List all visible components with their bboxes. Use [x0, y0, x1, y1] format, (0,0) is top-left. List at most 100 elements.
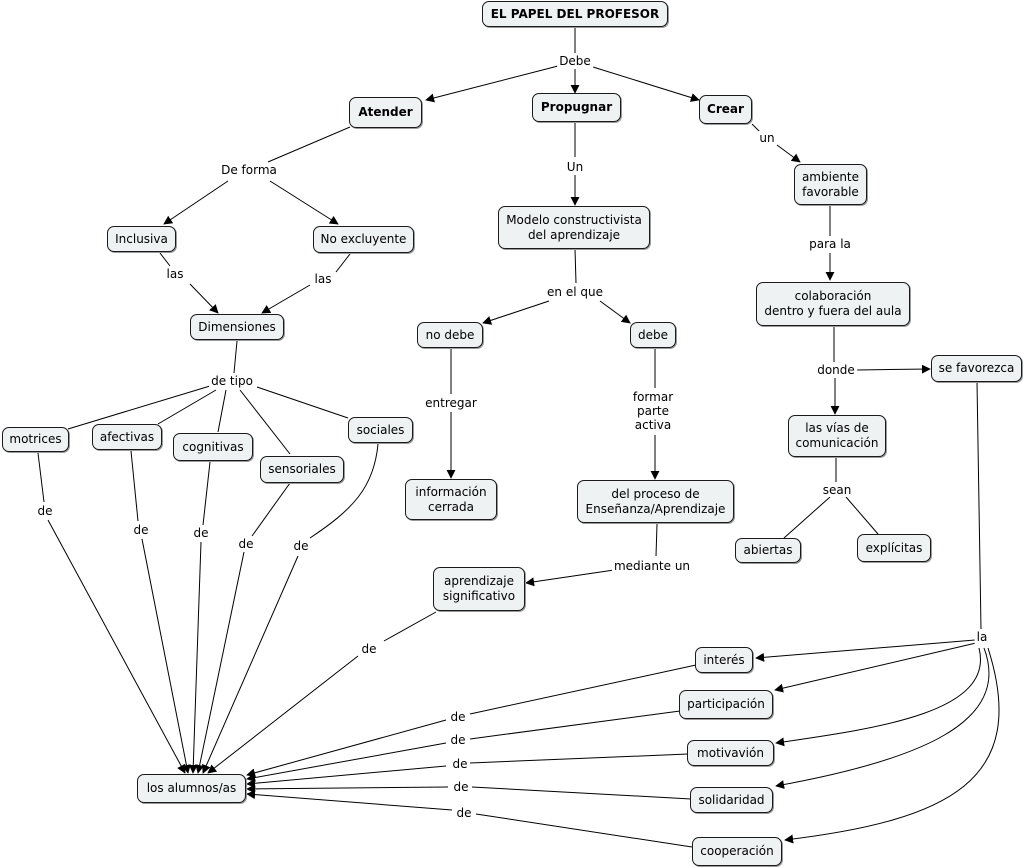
phrase-entregar: entregar — [423, 396, 479, 410]
phrase-de-forma: De forma — [219, 163, 279, 177]
phrase-debe-root: Debe — [557, 54, 593, 68]
concept-crear[interactable]: Crear — [699, 95, 752, 124]
link-de-alumnos-afectivas — [141, 538, 191, 774]
concept-modelo-constructivista[interactable]: Modelo constructivista del aprendizaje — [498, 206, 650, 249]
phrase-formar-parte-activa: formar parte activa — [630, 390, 676, 432]
link-la-motivacion — [775, 647, 981, 747]
link-de-alumnos-solidaridad — [246, 784, 449, 794]
link-la-cooperacion — [784, 647, 1000, 844]
concept-cognitivas[interactable]: cognitivas — [173, 433, 253, 461]
link-de-alumnos-motivacion — [246, 765, 447, 788]
concept-atender[interactable]: Atender — [349, 97, 422, 128]
link-de-alumnos-participacion — [246, 742, 447, 782]
concept-motrices[interactable]: motrices — [2, 427, 69, 452]
concept-abiertas[interactable]: abiertas — [735, 538, 801, 563]
link-debe-atender — [425, 65, 559, 103]
link-modelo-enelque — [574, 248, 577, 284]
concept-colaboracion[interactable]: colaboración dentro y fuera del aula — [756, 282, 910, 326]
concept-no-excluyente[interactable]: No excluyente — [313, 226, 414, 253]
link-detipo-afectivas — [157, 389, 217, 425]
phrase-de-cognitivas: de — [191, 526, 211, 540]
link-afectivas-de — [130, 450, 139, 522]
link-de-alumnos-motrices — [47, 519, 186, 774]
link-detipo-cognitivas — [217, 389, 227, 433]
link-de-alumnos-sociales — [202, 555, 299, 774]
concept-proceso-ensenanza[interactable]: del proceso de Enseñanza/Aprendizaje — [577, 480, 734, 523]
link-motivacion-de — [469, 753, 689, 764]
concept-sociales[interactable]: sociales — [348, 417, 413, 443]
link-detipo-sensoriales — [239, 389, 291, 455]
link-interes-de — [469, 664, 697, 715]
phrase-de-solidaridad: de — [451, 780, 471, 794]
concept-afectivas[interactable]: afectivas — [92, 424, 162, 450]
phrase-sean: sean — [820, 483, 854, 497]
link-crear-un — [751, 123, 761, 133]
link-atender-deforma — [267, 126, 351, 163]
phrase-las-2: las — [312, 272, 334, 286]
concept-inclusiva[interactable]: Inclusiva — [107, 226, 176, 252]
link-sensoriales-de — [251, 482, 291, 537]
concept-no-debe[interactable]: no debe — [417, 322, 483, 348]
concept-dimensiones[interactable]: Dimensiones — [190, 314, 284, 340]
link-enelque-debe — [599, 300, 631, 324]
concept-se-favorezca[interactable]: se favorezca — [931, 355, 1022, 382]
phrase-de-interes: de — [448, 710, 468, 724]
link-deforma-inclusiva — [163, 180, 229, 225]
concept-propugnar[interactable]: Propugnar — [532, 93, 621, 122]
phrase-un-crear: un — [757, 131, 777, 145]
phrase-de-tipo: de tipo — [209, 374, 255, 388]
link-cooperacion-de — [475, 813, 693, 848]
link-sean-explicitas — [845, 496, 879, 535]
phrase-de-sociales: de — [291, 539, 311, 553]
phrase-de-participacion: de — [448, 733, 468, 747]
concept-explicitas[interactable]: explícitas — [857, 534, 931, 562]
link-aprendizaje-de — [383, 611, 437, 642]
concept-vias-comunicacion[interactable]: las vías de comunicación — [788, 415, 886, 457]
link-inclusiva-las — [159, 252, 171, 267]
link-detipo-motrices — [67, 385, 211, 430]
concept-el-papel-del-profesor[interactable]: EL PAPEL DEL PROFESOR — [482, 1, 668, 27]
phrase-un-propugnar: Un — [564, 160, 586, 174]
phrase-donde: donde — [815, 363, 857, 377]
link-sefavorezca-la — [976, 381, 982, 630]
concept-cooperacion[interactable]: cooperación — [692, 837, 782, 866]
phrase-en-el-que: en el que — [545, 285, 605, 299]
link-solidaridad-de — [471, 786, 692, 800]
concept-ambiente-favorable[interactable]: ambiente favorable — [794, 164, 867, 205]
link-la-participacion — [774, 642, 977, 693]
link-motrices-de — [37, 452, 45, 503]
concept-los-alumnos[interactable]: los alumnos/as — [137, 774, 246, 803]
link-donde-sefavorezca — [856, 364, 931, 374]
link-proceso-mediante — [655, 523, 658, 557]
concept-solidaridad[interactable]: solidaridad — [690, 787, 773, 813]
link-detipo-sociales — [256, 386, 349, 419]
concept-aprendizaje-significativo[interactable]: aprendizaje significativo — [433, 567, 525, 611]
link-enelque-nodebe — [482, 300, 550, 325]
link-la-solidaridad — [775, 647, 990, 789]
link-de-alumnos-sensoriales — [195, 551, 245, 774]
link-cognitivas-de — [202, 461, 211, 526]
link-un-ambiente — [776, 144, 801, 163]
phrase-de-cooperacion: de — [454, 806, 474, 820]
link-noexcluyente-las — [335, 253, 351, 273]
concept-debe[interactable]: debe — [630, 322, 676, 348]
concept-sensoriales[interactable]: sensoriales — [260, 456, 344, 483]
concept-informacion-cerrada[interactable]: información cerrada — [405, 479, 497, 520]
link-participacion-de — [469, 710, 681, 740]
concept-participacion[interactable]: participación — [679, 690, 773, 719]
phrase-para-la: para la — [807, 237, 853, 251]
concept-interes[interactable]: interés — [695, 647, 753, 673]
link-sean-abiertas — [783, 496, 831, 539]
link-la-interes — [755, 639, 976, 662]
link-deforma-noexcluyente — [269, 180, 339, 225]
phrase-de-afectivas: de — [131, 523, 151, 537]
phrase-de-aprendizaje: de — [359, 642, 379, 656]
phrase-de-motrices: de — [35, 504, 55, 518]
link-las-dimensiones-2 — [261, 284, 311, 314]
link-sociales-de — [309, 443, 379, 539]
concept-motivacion[interactable]: motivavión — [687, 740, 774, 766]
link-debe-crear — [592, 66, 700, 102]
link-de-alumnos-interes — [246, 719, 447, 778]
